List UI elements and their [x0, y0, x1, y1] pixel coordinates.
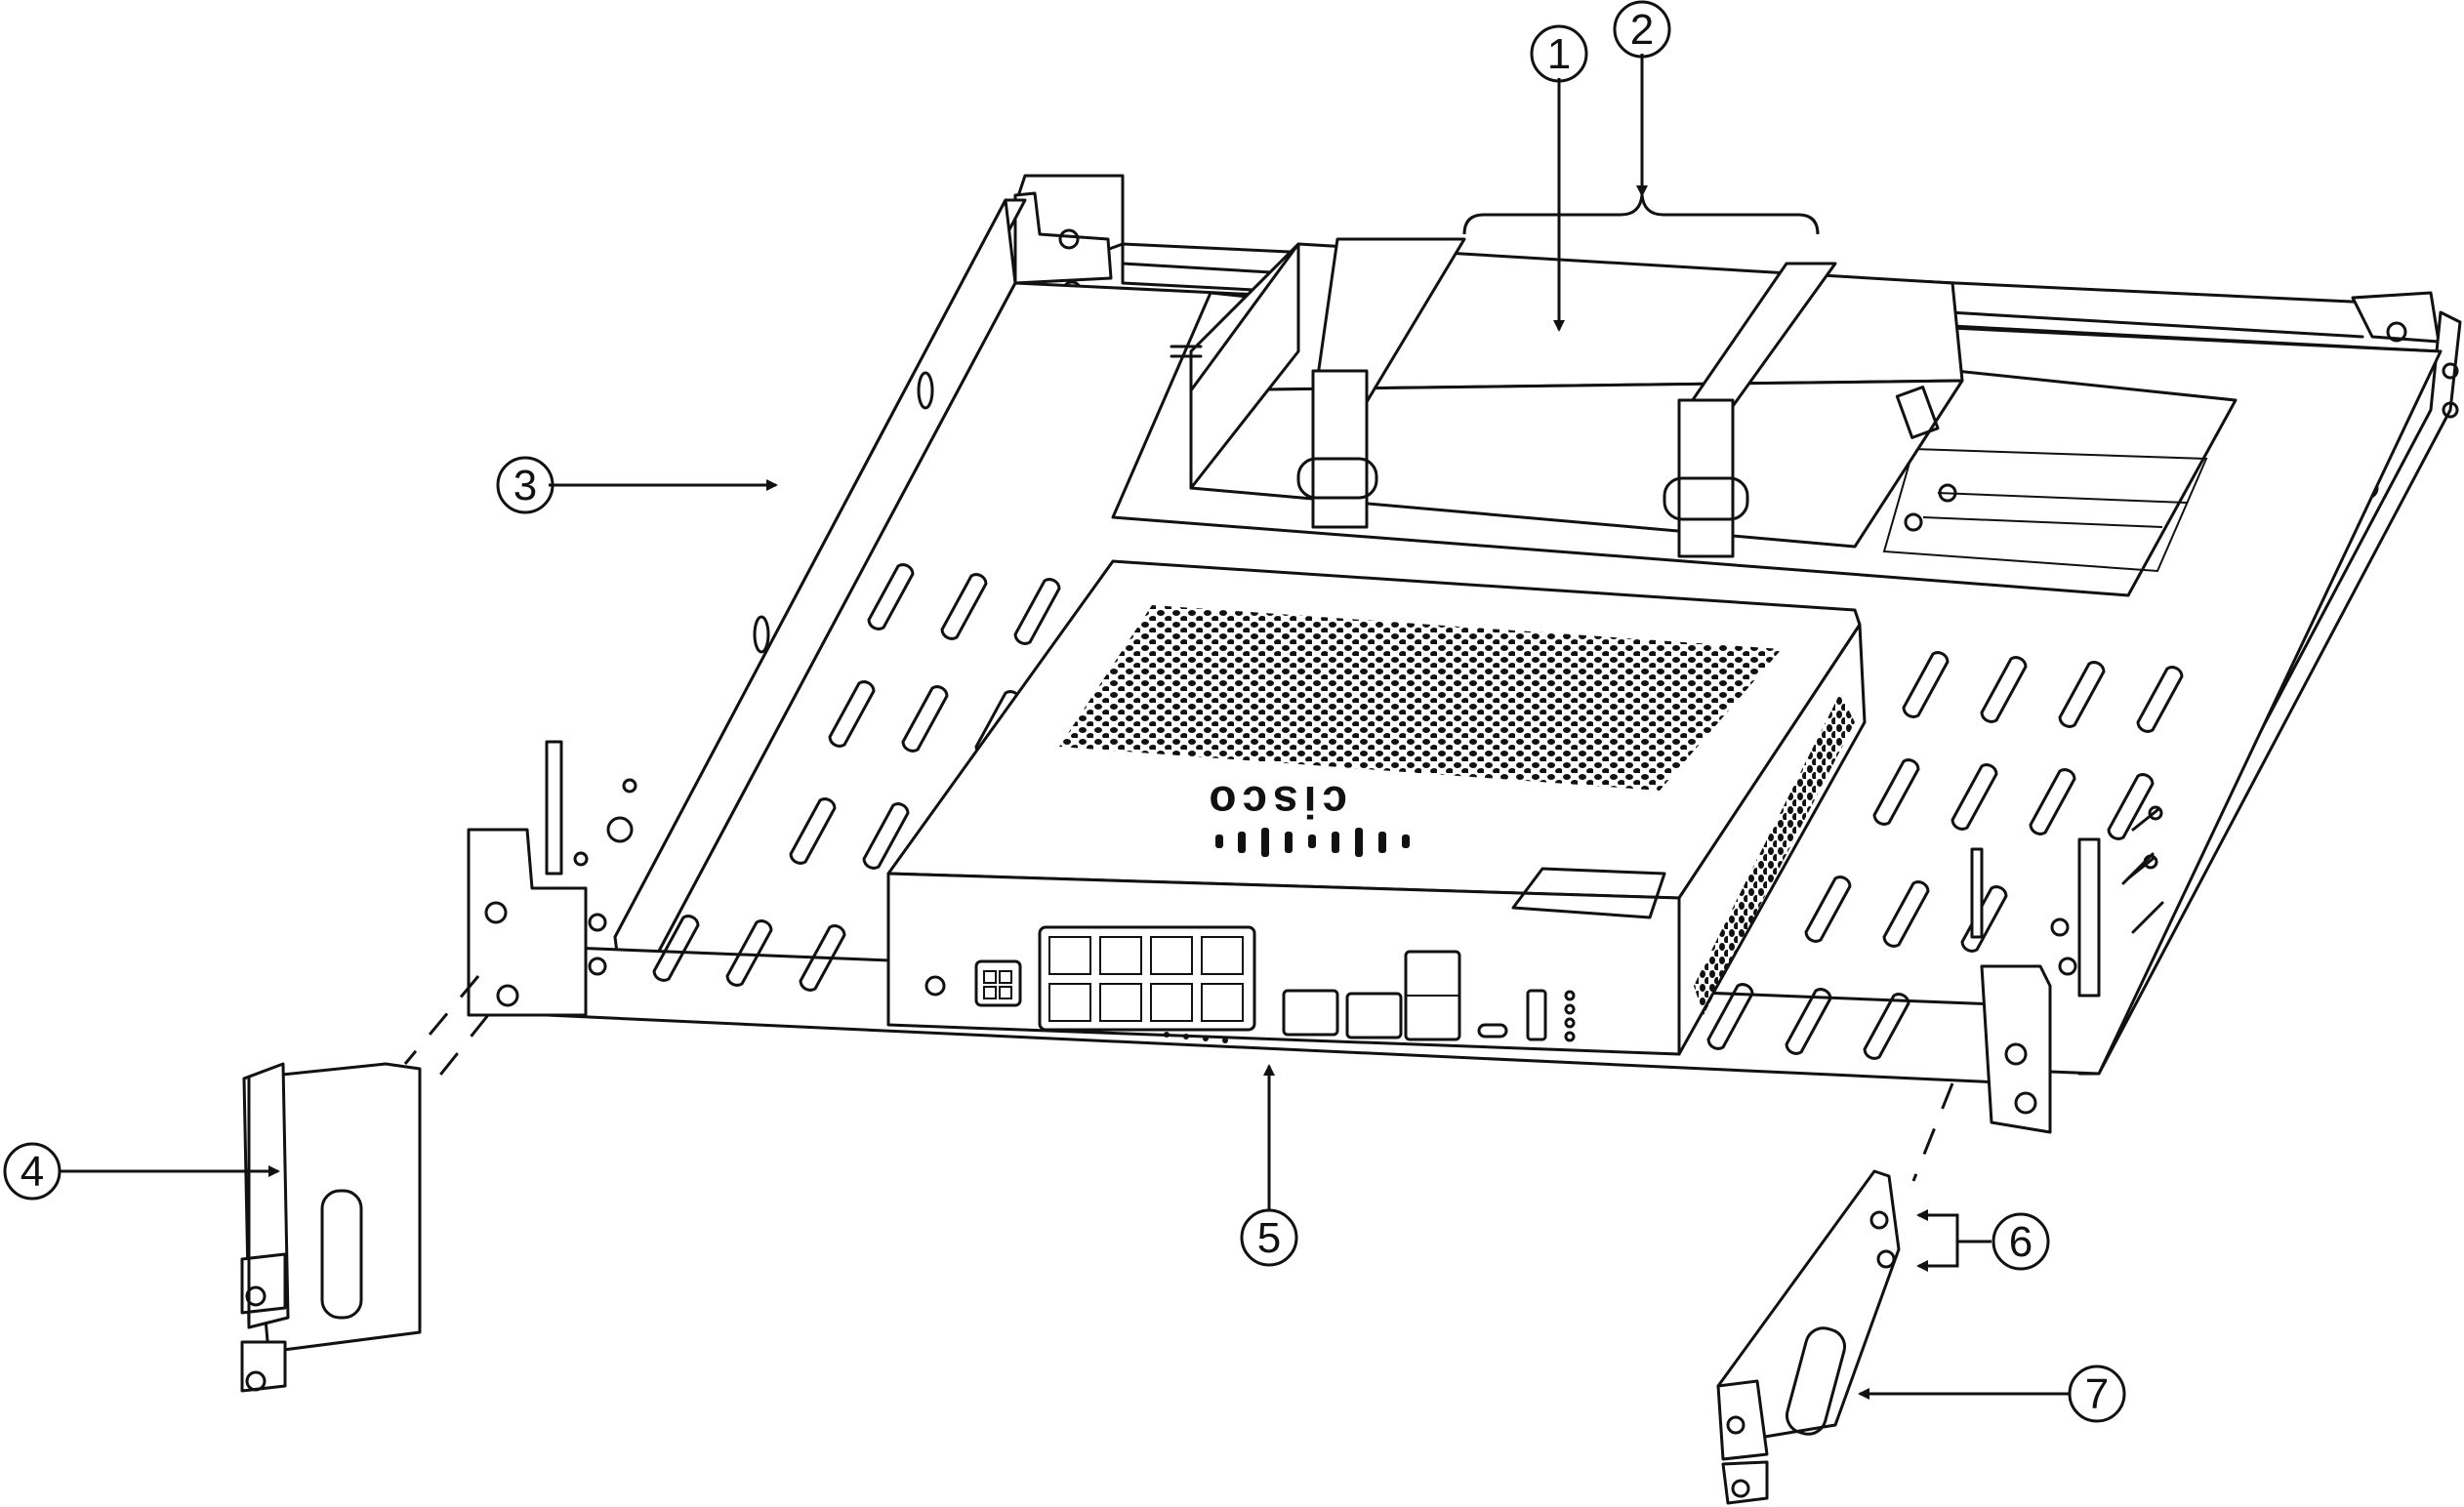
usb-c-port — [1477, 1023, 1508, 1039]
tray-front-bracket-left — [467, 740, 637, 1017]
top-vent-grille — [1059, 605, 1782, 791]
side-vent-grille — [1694, 693, 1855, 1015]
brand-logo: cisco — [1203, 777, 1347, 828]
tray-front-bracket-right — [1970, 805, 2163, 1134]
bracket-screw-hole-2 — [1876, 1249, 1896, 1269]
ethernet-port-block — [1038, 925, 1256, 1032]
left-mounting-bracket — [240, 1062, 422, 1393]
power-supply-straps — [1296, 237, 1837, 558]
callout-6: 6 — [1992, 1212, 2050, 1271]
logo-bars — [1215, 828, 1410, 857]
callout-4-label: 4 — [21, 1148, 44, 1196]
power-connector — [974, 959, 1022, 1007]
sfp-port-1 — [1282, 989, 1339, 1037]
sfp-port-2 — [1345, 992, 1403, 1039]
callout-5: 5 — [1240, 1208, 1298, 1267]
callout-6-label: 6 — [2009, 1218, 2033, 1266]
label-plate — [1511, 867, 1666, 919]
callout-7: 7 — [2068, 1364, 2126, 1423]
callout-leaders — [59, 54, 2070, 1400]
leader-6a — [1916, 1209, 1992, 1243]
mounting-screws — [2121, 852, 2164, 934]
callout-1-label: 1 — [1547, 30, 1571, 78]
alignment-guides — [403, 975, 1954, 1182]
bracket-screw-hole-1 — [1869, 1210, 1889, 1230]
callout-5-label: 5 — [1257, 1214, 1281, 1262]
right-mounting-bracket — [1716, 1169, 1901, 1505]
callout-2: 2 — [1613, 0, 1671, 59]
brace-2 — [1462, 194, 1820, 235]
usb-port — [1526, 989, 1547, 1041]
callout-7-label: 7 — [2085, 1370, 2109, 1418]
tray-slots-right — [1706, 651, 2184, 1060]
callout-2-label: 2 — [1630, 6, 1654, 54]
leader-6b — [1916, 1242, 1959, 1272]
callout-3-label: 3 — [513, 462, 537, 509]
callout-3: 3 — [496, 456, 554, 514]
network-device: cisco — [886, 559, 1867, 1056]
callout-4: 4 — [3, 1142, 62, 1201]
callout-1: 1 — [1530, 24, 1588, 83]
